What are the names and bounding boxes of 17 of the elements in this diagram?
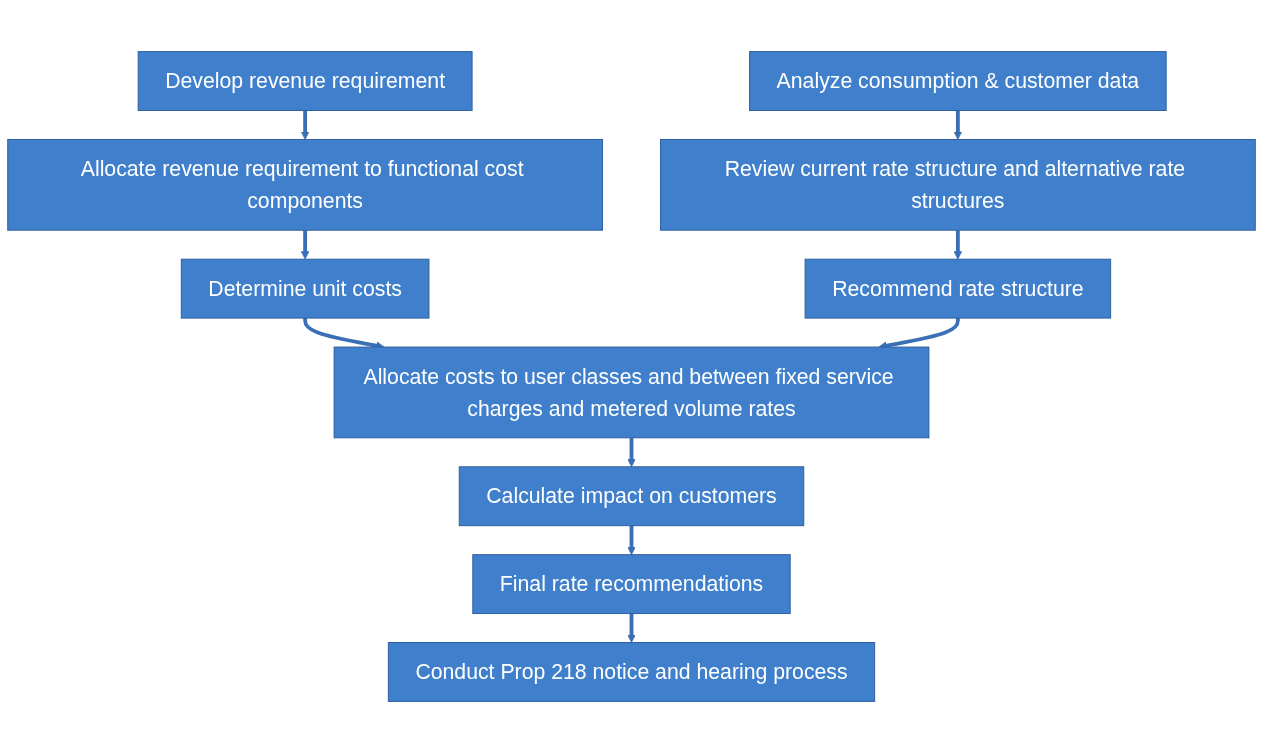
arrow bbox=[627, 613, 636, 643]
node-box: Calculate impact on customers bbox=[458, 466, 805, 527]
node-box: Analyze consumption & customer data bbox=[749, 51, 1167, 111]
node-box: Conduct Prop 218 notice and hearing process bbox=[387, 642, 876, 702]
node-box: Determine unit costs bbox=[180, 258, 430, 319]
node-box: Allocate costs to user classes and between fixed service charges and metered volume rates bbox=[333, 346, 930, 439]
node-box: Recommend rate structure bbox=[804, 258, 1112, 319]
arrow bbox=[953, 110, 963, 140]
arrow bbox=[300, 230, 310, 260]
arrow bbox=[627, 437, 636, 468]
arrow bbox=[953, 230, 963, 260]
node-box: Review current rate structure and alternative rate structures bbox=[660, 138, 1256, 231]
node-box: Final rate recommendations bbox=[472, 554, 791, 615]
node-box: Develop revenue requirement bbox=[137, 51, 473, 111]
node-box: Allocate revenue requirement to functional cost components bbox=[7, 138, 603, 231]
arrow bbox=[627, 525, 636, 556]
arrow bbox=[300, 110, 310, 140]
